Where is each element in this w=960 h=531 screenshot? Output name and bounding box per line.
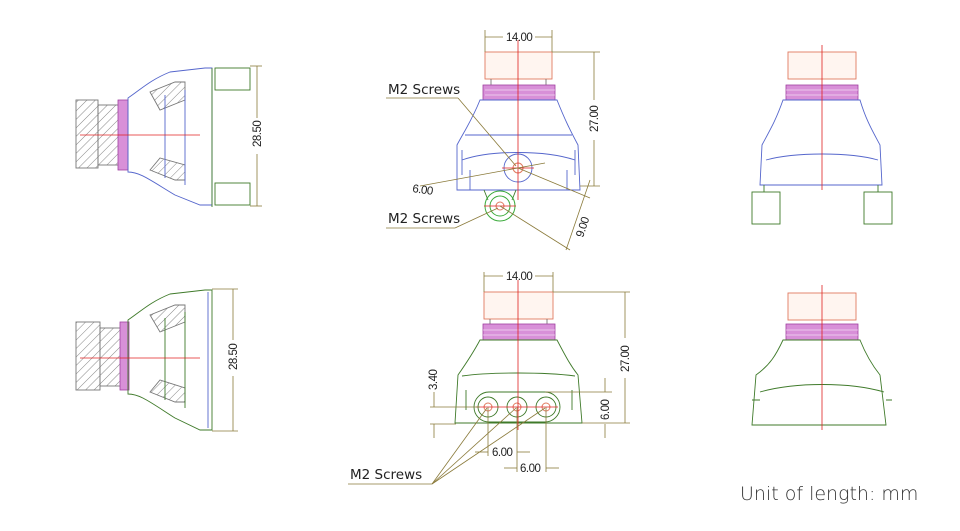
screw-offset-dim: 6.00 <box>412 183 434 198</box>
knurled-ring <box>482 323 556 341</box>
body-outline <box>456 99 581 191</box>
spacing-dim-1: 6.00 <box>492 447 512 459</box>
flange-bottom <box>214 182 251 206</box>
height-dim: 27.00 <box>589 106 601 132</box>
width-dim: 14.00 <box>506 32 532 44</box>
spacing-dim-2: 6.00 <box>520 463 540 475</box>
ring-section <box>119 321 130 391</box>
bottom-left-side-view: 28.50 <box>75 288 240 432</box>
width-dim: 14.00 <box>506 271 532 283</box>
bracket-dim: 9.00 <box>574 216 592 239</box>
hole-height-dim: 3.40 <box>428 370 440 390</box>
lens-section <box>75 99 99 169</box>
lens-section <box>75 321 101 391</box>
screw-label-top: M2 Screws <box>388 82 460 98</box>
flange-top <box>214 67 251 91</box>
height-dim: 28.50 <box>252 121 264 147</box>
screw-label-bottom: M2 Screws <box>388 211 460 227</box>
height-dim: 28.50 <box>228 344 240 370</box>
plate-height-dim: 6.00 <box>600 400 612 420</box>
top-right-view <box>751 45 893 225</box>
bottom-front-view: 14.00 27.00 3.40 6.00 6.00 6.00 M2 Screw… <box>348 271 632 485</box>
body-outline <box>127 289 213 431</box>
knurled-ring <box>482 84 556 101</box>
height-dim: 27.00 <box>620 346 632 372</box>
screw-label: M2 Screws <box>350 467 422 483</box>
lens-block <box>484 51 553 80</box>
top-front-view: 14.00 27.00 6.00 9.00 M2 Screws M2 Screw… <box>386 30 601 251</box>
bottom-right-view <box>751 285 892 430</box>
lens-block <box>483 291 554 320</box>
top-left-side-view: 28.50 <box>75 65 264 207</box>
unit-label: Unit of length: mm <box>740 483 919 505</box>
